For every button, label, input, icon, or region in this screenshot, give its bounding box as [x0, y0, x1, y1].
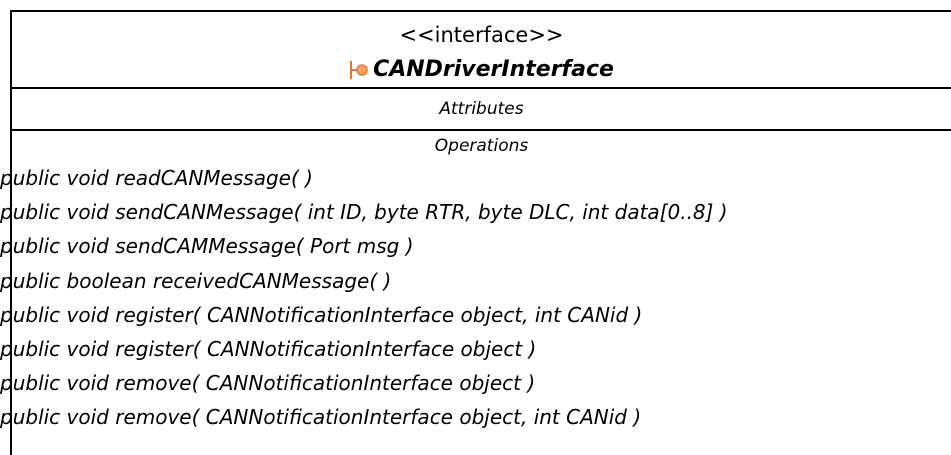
stereotype-label: <<interface>>: [399, 23, 564, 47]
operation-item: public void register( CANNotificationInt…: [0, 336, 537, 361]
operations-list: public void readCANMessage( ) public voi…: [0, 161, 951, 435]
operation-item: public void register( CANNotificationInt…: [0, 302, 643, 327]
operation-item: public void sendCANMessage( int ID, byte…: [0, 200, 728, 225]
operations-label: Operations: [434, 136, 529, 156]
operations-compartment: Operations public void readCANMessage( )…: [0, 131, 951, 435]
operation-item: public void sendCAMMessage( Port msg ): [0, 234, 414, 259]
operation-item: public void readCANMessage( ): [0, 166, 313, 190]
class-name: CANDriverInterface: [373, 57, 614, 82]
operation-item: public void remove( CANNotificationInter…: [0, 371, 536, 396]
uml-class-box[interactable]: <<interface>> CANDriverInterface Attribu…: [0, 10, 951, 455]
attributes-label: Attributes: [439, 99, 524, 119]
operation-item: public void remove( CANNotificationInter…: [0, 405, 642, 430]
interface-icon: [349, 59, 369, 81]
class-name-row: CANDriverInterface: [12, 56, 951, 84]
attributes-compartment: Attributes: [12, 89, 951, 131]
class-header: <<interface>> CANDriverInterface: [12, 12, 951, 89]
operation-item: public boolean receivedCANMessage( ): [0, 268, 392, 293]
